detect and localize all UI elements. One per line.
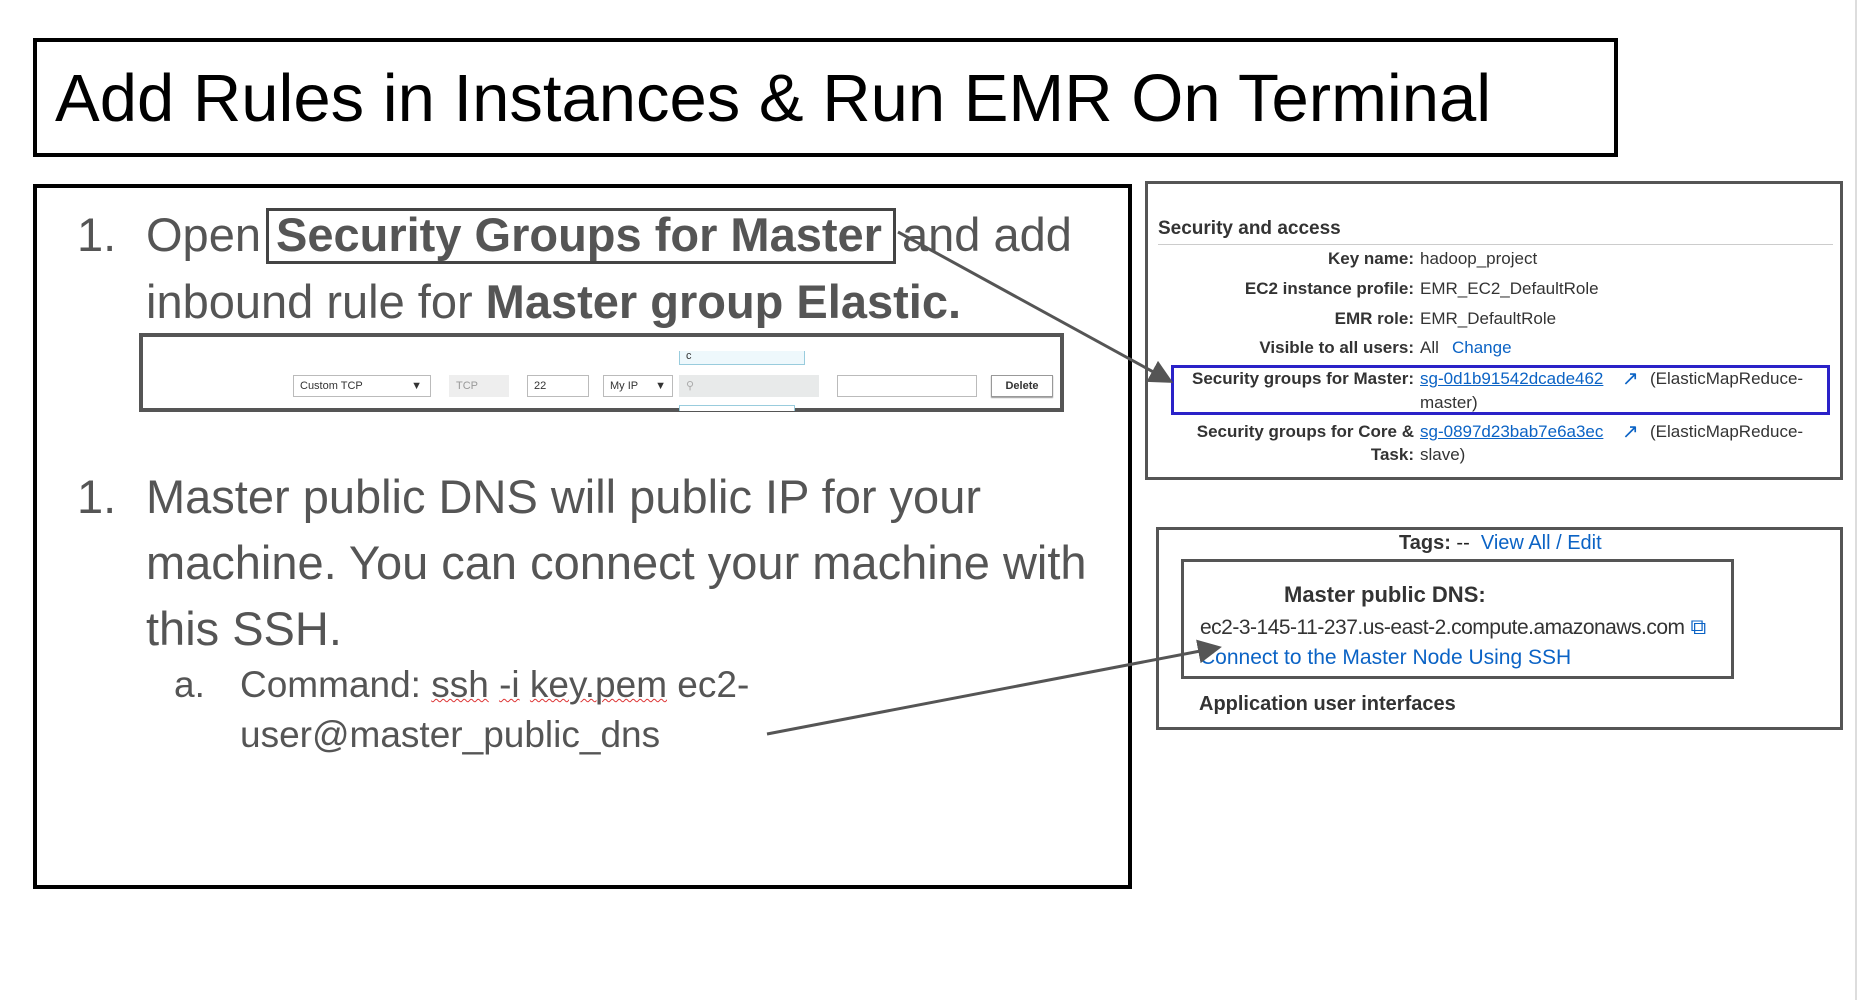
core-sg-link[interactable]: sg-0897d23bab7e6a3ec xyxy=(1420,422,1604,441)
delete-button[interactable]: Delete xyxy=(991,375,1053,397)
security-access-panel: Security and access xyxy=(1145,181,1843,480)
item1-line2: inbound rule for Master group Elastic. xyxy=(146,274,961,329)
search-icon: ⚲ xyxy=(686,380,695,392)
core-sg-name: (ElasticMapReduce- xyxy=(1650,422,1804,441)
label: Visible to all users: xyxy=(1259,338,1414,357)
label: Key name: xyxy=(1328,249,1414,268)
command-line1: Command: ssh -i key.pem ec2- xyxy=(240,664,749,706)
cmd-ssh: ssh xyxy=(431,664,489,705)
emr-role-value: EMR_DefaultRole xyxy=(1420,309,1557,328)
cmd-key: key.pem xyxy=(529,664,668,705)
popup-top: c xyxy=(679,351,805,365)
label: EC2 instance profile: xyxy=(1244,279,1414,298)
dns-highlight-box: Master public DNS: ec2-3-145-11-237.us-e… xyxy=(1181,559,1734,679)
slide-title: Add Rules in Instances & Run EMR On Term… xyxy=(55,61,1492,136)
row-core-sg: Security groups for Core & xyxy=(1150,422,1414,444)
item1-open: Open xyxy=(146,208,261,261)
row-instance-profile: EC2 instance profile: xyxy=(1150,279,1414,301)
tags-row: Tags: -- View All / Edit xyxy=(1399,532,1602,554)
dns-value-row: ec2-3-145-11-237.us-east-2.compute.amazo… xyxy=(1200,614,1706,640)
row-core-sg-cont: Task: xyxy=(1150,445,1414,467)
label: Security groups for Master: xyxy=(1192,369,1414,388)
master-sg-highlight xyxy=(1171,365,1830,415)
item1-highlight: Security Groups for Master xyxy=(276,208,882,261)
scrollbar[interactable] xyxy=(1855,0,1857,1000)
copy-icon[interactable]: ⧉ xyxy=(1690,614,1707,639)
master-sg-name: (ElasticMapReduce- xyxy=(1650,369,1804,388)
item2-line1: Master public DNS will public IP for you… xyxy=(146,470,981,523)
source-value: My IP xyxy=(610,380,639,392)
instance-profile-value: EMR_EC2_DefaultRole xyxy=(1420,279,1599,298)
search-field[interactable]: ⚲ xyxy=(679,375,819,397)
cmd-rest: ec2- xyxy=(667,664,750,705)
port-field[interactable]: 22 xyxy=(527,375,589,397)
divider xyxy=(1158,244,1833,245)
cmd-pre: Command: xyxy=(240,664,432,705)
next-section-heading: Application user interfaces xyxy=(1199,693,1456,715)
highlight-box xyxy=(266,208,896,264)
popup-bottom xyxy=(679,405,795,411)
cmd-i: -i xyxy=(499,664,520,705)
dns-label: Master public DNS: xyxy=(1284,582,1486,607)
label: EMR role: xyxy=(1334,309,1414,328)
description-field[interactable] xyxy=(837,375,977,397)
command-line2: user@master_public_dns xyxy=(240,714,661,755)
view-all-edit-link[interactable]: View All / Edit xyxy=(1480,532,1602,554)
core-sg-name-cont: slave) xyxy=(1420,445,1466,464)
key-name-value: hadoop_project xyxy=(1420,249,1538,268)
external-link-icon[interactable]: ↗ xyxy=(1622,368,1639,390)
item1-line2-text: inbound rule for xyxy=(146,275,486,328)
section-heading: Security and access xyxy=(1158,218,1341,239)
dropdown-arrow-icon: ▼ xyxy=(411,380,422,392)
arrow-to-master-sg xyxy=(897,230,1174,383)
type-select[interactable]: Custom TCP ▼ xyxy=(293,375,431,397)
row-emr-role: EMR role: xyxy=(1150,309,1414,331)
row-visible: Visible to all users: xyxy=(1150,338,1414,360)
slide-title-box: Add Rules in Instances & Run EMR On Term… xyxy=(33,38,1618,157)
master-sg-name-cont: master) xyxy=(1420,393,1478,412)
label: Task: xyxy=(1370,445,1414,464)
dropdown-arrow-icon: ▼ xyxy=(655,380,666,392)
item1-after: and add xyxy=(902,208,1072,261)
cluster-summary-panel: Tags: -- View All / Edit Application use… xyxy=(1156,527,1843,730)
visible-value: All xyxy=(1420,338,1439,357)
instructions-box xyxy=(33,184,1132,889)
ssh-link[interactable]: Connect to the Master Node Using SSH xyxy=(1200,646,1572,669)
external-link-icon[interactable]: ↗ xyxy=(1622,421,1639,443)
master-sg-link[interactable]: sg-0d1b91542dcade462 xyxy=(1420,369,1604,388)
row-master-sg: Security groups for Master: xyxy=(1150,369,1414,391)
dns-value: ec2-3-145-11-237.us-east-2.compute.amazo… xyxy=(1200,616,1685,639)
protocol-field: TCP xyxy=(449,375,509,397)
label: Security groups for Core & xyxy=(1196,422,1414,441)
tags-value: -- xyxy=(1456,532,1470,554)
item2-line3: this SSH. xyxy=(146,602,342,655)
item1-number: 1. xyxy=(77,208,117,261)
tags-label: Tags: xyxy=(1399,532,1451,554)
sub-marker: a. xyxy=(174,664,205,705)
type-value: Custom TCP xyxy=(300,380,363,392)
row-key-name: Key name: xyxy=(1150,249,1414,271)
change-link[interactable]: Change xyxy=(1452,338,1512,357)
item2-number: 1. xyxy=(77,470,117,523)
item1-line2-bold: Master group Elastic. xyxy=(485,275,962,328)
source-select[interactable]: My IP ▼ xyxy=(603,375,673,397)
arrow-to-dns xyxy=(766,639,1222,736)
item2-line2: machine. You can connect your machine wi… xyxy=(146,536,1087,589)
inbound-rule-screenshot: Custom TCP ▼ TCP 22 My IP ▼ c ⚲ Delete xyxy=(139,333,1064,412)
